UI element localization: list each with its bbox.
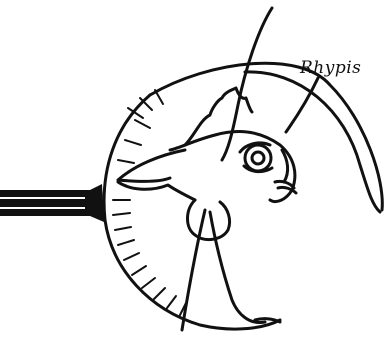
wattle	[188, 200, 230, 240]
eye-outer	[245, 145, 271, 171]
lower-stem-right	[210, 212, 265, 323]
eye-inner	[252, 152, 264, 164]
beak-upper	[118, 150, 185, 181]
mounting-rod	[0, 184, 104, 222]
rhypis-mark	[282, 150, 288, 182]
lower-stem-line	[182, 210, 205, 330]
disc-outline	[104, 95, 280, 329]
inner-ring-arc	[245, 72, 380, 212]
crest-feathers	[185, 88, 252, 145]
rhypis-label: Rhypis	[300, 58, 361, 78]
head-outline	[170, 132, 295, 202]
beak-lower	[118, 182, 195, 200]
